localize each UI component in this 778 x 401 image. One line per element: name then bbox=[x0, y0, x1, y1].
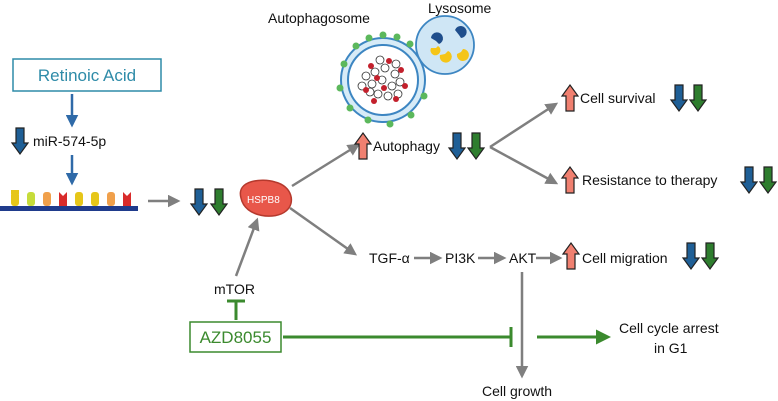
resistance-label: Resistance to therapy bbox=[582, 172, 718, 188]
down-arrow-icon bbox=[467, 132, 485, 160]
lysosome-icon bbox=[415, 15, 475, 75]
up-arrow-icon bbox=[562, 242, 580, 270]
down-arrow-icon bbox=[11, 127, 29, 155]
down-arrow-icon bbox=[759, 166, 777, 194]
pi3k-label: PI3K bbox=[445, 250, 476, 266]
down-arrow-icon bbox=[210, 188, 228, 216]
autophagosome-label: Autophagosome bbox=[268, 10, 370, 26]
autophagosome-icon bbox=[336, 31, 428, 128]
up-arrow-icon bbox=[561, 84, 579, 112]
mtor-label: mTOR bbox=[214, 281, 255, 297]
arrow-hspb8-autophagy bbox=[291, 143, 361, 188]
arrow-autophagy-survival bbox=[489, 102, 559, 149]
down-arrow-icon bbox=[670, 84, 688, 112]
down-arrow-icon bbox=[682, 242, 700, 270]
arrow-autophagy-resistance bbox=[489, 145, 559, 185]
up-arrow-icon bbox=[561, 166, 579, 194]
down-arrow-icon bbox=[448, 132, 466, 160]
azd8055-label: AZD8055 bbox=[192, 324, 279, 350]
down-arrow-icon bbox=[740, 166, 758, 194]
retinoic-acid-label: Retinoic Acid bbox=[15, 61, 159, 89]
autophagy-label: Autophagy bbox=[373, 138, 440, 154]
cell-cycle-arrest-line2: in G1 bbox=[654, 340, 688, 356]
mirna-label: miR-574-5p bbox=[33, 133, 107, 149]
down-arrow-icon bbox=[190, 188, 208, 216]
cell-growth-label: Cell growth bbox=[482, 383, 553, 399]
hspb8-icon bbox=[239, 179, 293, 217]
akt-label: AKT bbox=[509, 250, 537, 266]
cell-migration-label: Cell migration bbox=[582, 250, 668, 266]
hspb8-label: HSPB8 bbox=[247, 195, 280, 206]
arrow-hspb8-tgf bbox=[289, 206, 358, 256]
tgf-label: TGF-α bbox=[369, 250, 410, 266]
mrna-strand-icon bbox=[0, 190, 138, 211]
cell-survival-label: Cell survival bbox=[580, 90, 656, 106]
cell-cycle-arrest-line1: Cell cycle arrest bbox=[619, 320, 719, 336]
down-arrow-icon bbox=[689, 84, 707, 112]
down-arrow-icon bbox=[701, 242, 719, 270]
lysosome-label: Lysosome bbox=[428, 0, 492, 16]
arrow-mtor-hspb8 bbox=[234, 217, 260, 277]
